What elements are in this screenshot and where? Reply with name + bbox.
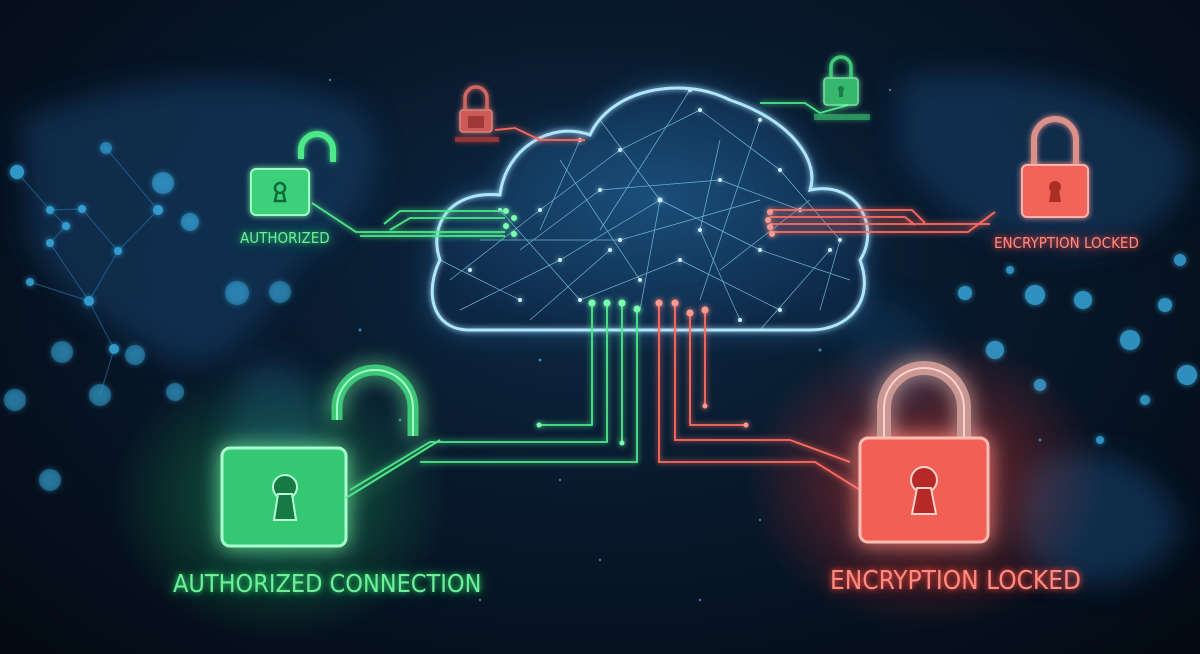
lock-icon-small-green xyxy=(814,55,870,120)
lock-icon-unlocked-green xyxy=(250,131,336,216)
lock-icon-authorized-large xyxy=(220,364,441,548)
lock-icon-small-red xyxy=(455,85,499,142)
green-circuit-lines xyxy=(311,102,849,491)
encryption-locked-label-large: ENCRYPTION LOCKED xyxy=(830,566,1082,596)
cloud-icon xyxy=(430,86,870,332)
lock-icon-encrypted-large xyxy=(858,361,990,544)
left-network-graph xyxy=(4,142,291,491)
lock-icon-locked-red xyxy=(1021,116,1089,218)
red-circuit-lines xyxy=(494,127,996,491)
encryption-locked-label-small: ENCRYPTION LOCKED xyxy=(994,234,1139,252)
authorized-connection-label: AUTHORIZED CONNECTION xyxy=(173,569,482,598)
red-circuit-nodes xyxy=(655,209,775,428)
cloud-mesh xyxy=(439,89,851,330)
authorized-label: AUTHORIZED xyxy=(240,229,330,247)
green-circuit-nodes xyxy=(503,208,641,446)
